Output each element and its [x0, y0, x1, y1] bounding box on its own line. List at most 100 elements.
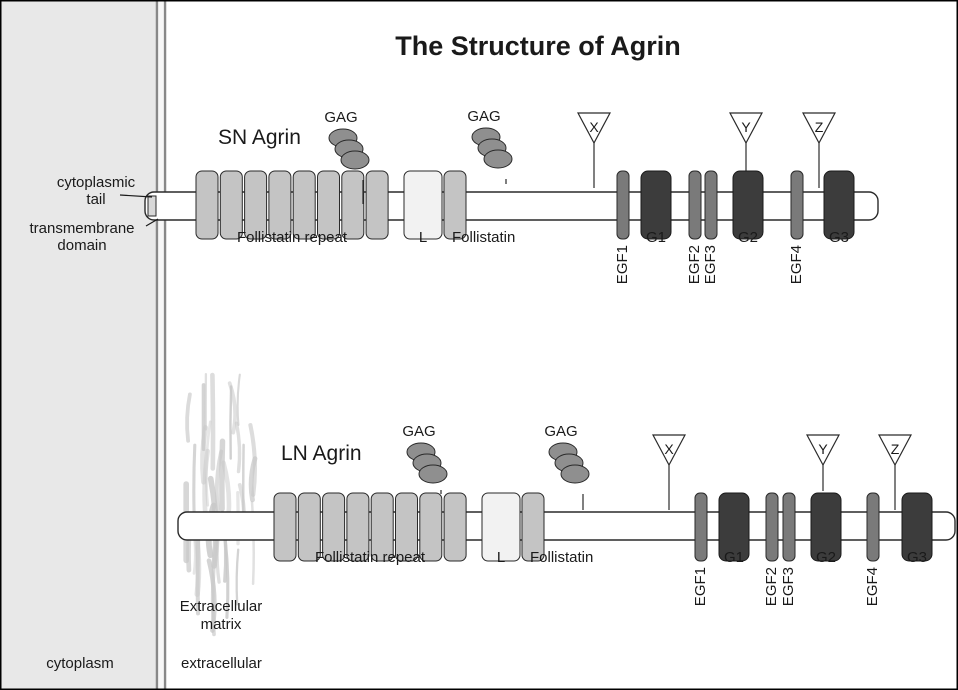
follistatin-repeat-domain	[273, 492, 297, 562]
gag-chain	[340, 150, 370, 170]
egf-label: EGF3	[780, 567, 797, 606]
matrix-fiber	[235, 548, 240, 606]
l-domain-label: L	[419, 229, 427, 246]
matrix-fiber	[204, 420, 212, 507]
splice-site-label: Z	[891, 441, 900, 457]
follistatin-repeat-domain	[219, 170, 243, 240]
g-domain	[901, 492, 933, 562]
extracellular-matrix	[183, 372, 258, 637]
splice-site-marker	[729, 112, 763, 145]
g-domain	[823, 170, 855, 240]
follistatin-label: Follistatin	[452, 229, 515, 246]
egf-domain	[866, 492, 880, 562]
follistatin-repeat-domain	[297, 492, 321, 562]
follistatin-repeat-domain	[268, 170, 292, 240]
splice-site-marker	[802, 112, 836, 145]
diagram-title: The Structure of Agrin	[395, 31, 681, 61]
follistatin-repeat-domain	[292, 170, 316, 240]
g-domain-label: G2	[816, 549, 836, 566]
gag-chain	[418, 464, 448, 484]
follistatin-repeat-domain	[395, 492, 418, 562]
follistatin-label: Follistatin	[530, 549, 593, 566]
protein-name: SN Agrin	[218, 126, 301, 149]
matrix-fiber	[206, 558, 217, 633]
egf-label: EGF1	[614, 245, 631, 284]
follistatin-repeat-domain	[195, 170, 219, 240]
egf-domain	[694, 492, 708, 562]
matrix-fiber	[219, 438, 226, 512]
l-domain-label: L	[497, 549, 505, 566]
matrix-fiber	[248, 423, 257, 497]
splice-site-label: Z	[815, 119, 824, 135]
gag-chain	[483, 149, 513, 169]
splice-site-label: Y	[818, 441, 828, 457]
extracellular-label: extracellular	[181, 655, 262, 672]
splice-site-label: Y	[741, 119, 751, 135]
splice-site-label: X	[664, 441, 674, 457]
matrix-fiber	[250, 500, 255, 586]
gag-label: GAG	[467, 108, 500, 125]
splice-site-label: X	[589, 119, 599, 135]
g-domain	[718, 492, 750, 562]
cytoplasm-label: cytoplasm	[46, 655, 114, 672]
egf-domain	[616, 170, 630, 240]
egf-domain	[790, 170, 804, 240]
egf-domain	[765, 492, 779, 562]
matrix-fiber	[185, 392, 192, 443]
egf-label: EGF4	[864, 567, 881, 606]
g-domain	[810, 492, 842, 562]
splice-site-marker	[577, 112, 611, 145]
matrix-fiber	[236, 373, 241, 426]
splice-site-marker	[806, 434, 840, 467]
follistatin-repeat-domain	[346, 492, 370, 562]
protein-name: LN Agrin	[281, 442, 362, 465]
cytoplasmic-tail-leader	[119, 194, 153, 198]
g-domain-label: G3	[829, 229, 849, 246]
l-domain	[481, 492, 521, 562]
follistatin-repeat-domain	[317, 170, 340, 240]
follistatin-domain	[521, 492, 545, 562]
follistatin-repeat-label: Follistatin repeat	[315, 549, 426, 566]
egf-label: EGF2	[686, 245, 703, 284]
matrix-fiber	[200, 425, 208, 485]
cytoplasm-region	[1, 1, 158, 689]
matrix-fiber	[192, 443, 197, 520]
gag-chain	[560, 464, 590, 484]
follistatin-repeat-domain	[419, 492, 443, 562]
egf-domain	[782, 492, 796, 562]
follistatin-repeat-domain	[244, 170, 268, 240]
g-domain	[732, 170, 764, 240]
l-domain	[403, 170, 443, 240]
g-domain-label: G2	[738, 229, 758, 246]
follistatin-repeat-domain	[370, 492, 394, 562]
gag-label: GAG	[324, 109, 357, 126]
follistatin-repeat-domain	[443, 492, 467, 562]
g-domain-label: G3	[907, 549, 927, 566]
follistatin-domain	[443, 170, 467, 240]
matrix-fiber	[234, 421, 242, 474]
g-domain-label: G1	[646, 229, 666, 246]
follistatin-repeat-domain	[322, 492, 346, 562]
g-domain	[640, 170, 672, 240]
follistatin-repeat-label: Follistatin repeat	[237, 229, 348, 246]
egf-label: EGF3	[702, 245, 719, 284]
egf-label: EGF4	[788, 245, 805, 284]
gag-label: GAG	[544, 423, 577, 440]
egf-label: EGF2	[763, 567, 780, 606]
gag-label: GAG	[402, 423, 435, 440]
splice-site-marker	[878, 434, 912, 467]
follistatin-repeat-domain	[341, 170, 365, 240]
transmembrane-segment	[147, 195, 157, 217]
membrane-gap	[158, 1, 164, 689]
follistatin-repeat-domain	[365, 170, 389, 240]
egf-domain	[704, 170, 718, 240]
egf-label: EGF1	[692, 567, 709, 606]
egf-domain	[688, 170, 702, 240]
